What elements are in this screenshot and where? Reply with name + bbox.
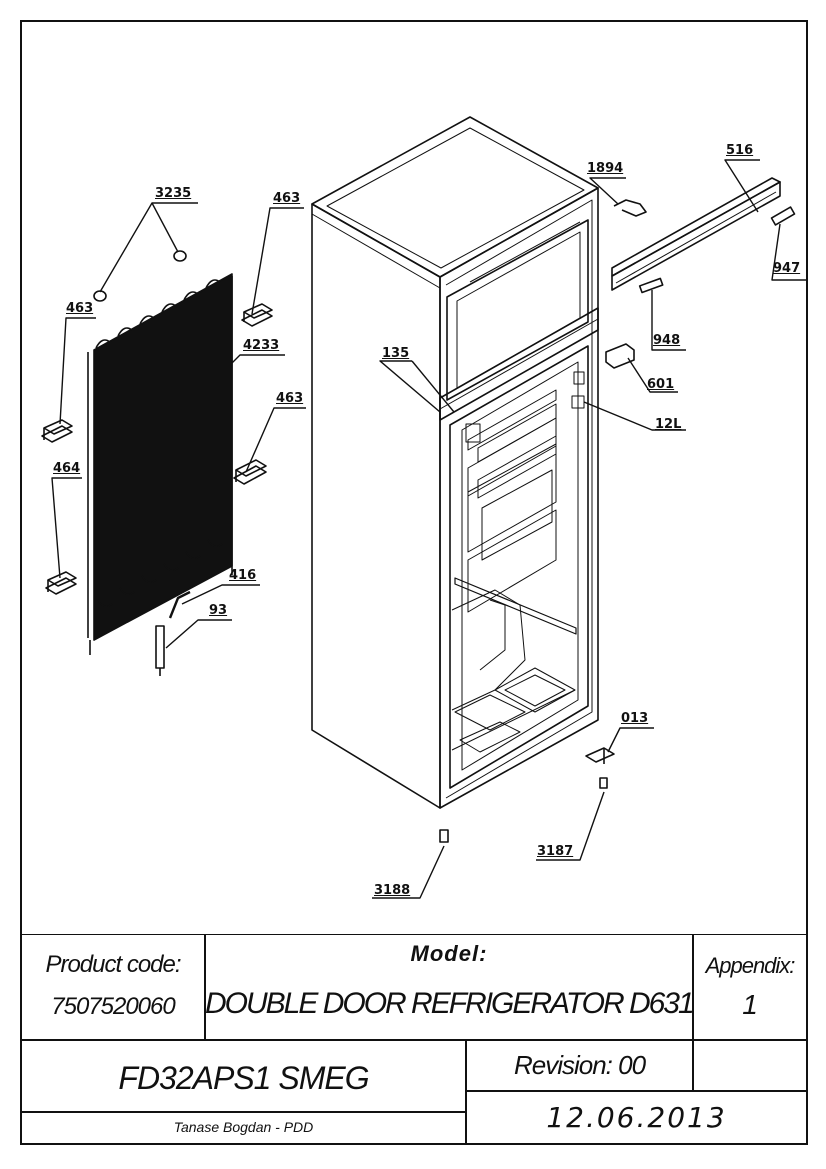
revision-blank-cell [692, 1039, 808, 1092]
model-label: Model: [410, 941, 488, 966]
callout-948: 948 [653, 333, 681, 348]
product-name: FD32APS1 SMEG [118, 1060, 369, 1096]
capillary-tube-416 [168, 590, 191, 619]
revision-cell: Revision: 00 [465, 1039, 694, 1092]
callout-463-left: 463 [66, 301, 94, 316]
revision-label: Revision: 00 [513, 1050, 646, 1080]
product-code-cell: Product code: 7507520060 [20, 934, 206, 1041]
date: 12.06.2013 [546, 1101, 727, 1134]
hinge-part-1894 [613, 199, 647, 217]
callout-416: 416 [229, 568, 257, 583]
clip-part-463-top [241, 303, 273, 327]
rear-bar-516 [611, 177, 781, 291]
date-cell: 12.06.2013 [465, 1090, 808, 1145]
callout-12L: 12L [655, 417, 682, 432]
callout-3187: 3187 [537, 844, 574, 859]
callout-93: 93 [209, 603, 228, 618]
product-code-label: Product code: [45, 951, 181, 978]
callout-1894: 1894 [587, 161, 624, 176]
callout-3235: 3235 [155, 186, 192, 201]
part-948 [638, 277, 664, 294]
condenser-coil [87, 273, 233, 655]
callout-3188: 3188 [374, 883, 411, 898]
model-cell: Model: DOUBLE DOOR REFRIGERATOR D6310-HC [204, 934, 694, 1041]
model-value: DOUBLE DOOR REFRIGERATOR D6310-HC [205, 987, 693, 1020]
clip-part-464 [45, 571, 77, 595]
callout-464: 464 [53, 461, 81, 476]
foot-part-3188 [439, 829, 449, 843]
bottom-hinge-013 [585, 747, 615, 764]
callout-135: 135 [382, 346, 410, 361]
product-name-cell: FD32APS1 SMEG [20, 1039, 467, 1113]
callout-947: 947 [773, 261, 801, 276]
foot-part-3187 [599, 777, 608, 789]
grommet-part-3235 [93, 250, 187, 302]
author: Tanase Bogdan - PDD [173, 1119, 314, 1135]
callout-013: 013 [621, 711, 649, 726]
product-code-value: 7507520060 [51, 993, 175, 1020]
callout-463-top: 463 [273, 191, 301, 206]
leader-lines [51, 159, 806, 899]
appendix-label: Appendix: [705, 953, 796, 978]
callout-601: 601 [647, 377, 675, 392]
hinge-part-601 [605, 343, 635, 369]
appendix-value: 1 [742, 989, 758, 1020]
callout-4233: 4233 [243, 338, 280, 353]
filter-drier-93 [155, 625, 165, 676]
appendix-cell: Appendix: 1 [692, 934, 808, 1041]
callout-463-mid: 463 [276, 391, 304, 406]
callout-516: 516 [726, 143, 754, 158]
clip-part-463-left [41, 419, 73, 443]
author-cell: Tanase Bogdan - PDD [20, 1111, 467, 1145]
part-947 [770, 206, 796, 226]
title-block: Product code: 7507520060 Model: DOUBLE D… [20, 934, 808, 1145]
exploded-view-drawing [41, 116, 806, 899]
refrigerator-cabinet [311, 116, 599, 809]
